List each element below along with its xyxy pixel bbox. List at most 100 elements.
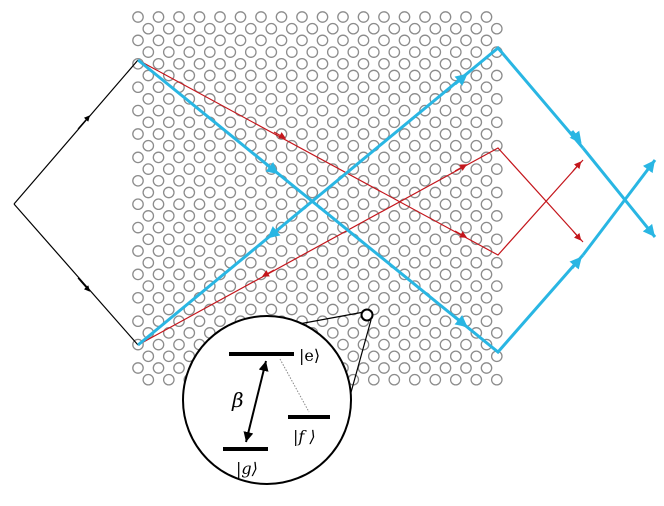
lattice-atom [275,34,288,47]
lattice-atom [398,128,411,140]
lattice-atom [193,174,206,187]
lattice-atom [388,139,401,152]
lattice-atom [296,104,308,117]
lattice-atom [480,198,493,211]
lattice-atom [224,139,237,152]
lattice-atom [234,221,247,234]
lattice-atom [337,245,349,257]
lattice-atom [234,11,247,23]
lattice-atom [193,198,206,211]
lattice-atom [234,245,247,257]
lattice-atom [265,303,278,316]
lattice-atom [347,327,360,339]
lattice-atom [367,280,380,292]
lattice-atom [173,57,185,70]
lattice-atom [203,69,216,82]
lattice-atom [419,174,431,187]
inset-circle [182,315,352,485]
lattice-atom [285,256,298,269]
lattice-atom [224,116,237,129]
lattice-atom [152,104,165,117]
lattice-atom [449,303,462,316]
lattice-atom [193,11,206,23]
lattice-atom [296,151,308,164]
lattice-atom [398,338,411,351]
lattice-atom [378,128,390,140]
lattice-atom [214,221,226,234]
lattice-atom [388,280,401,292]
lattice-atom [244,22,257,35]
lattice-atom [193,57,206,70]
lattice-atom [203,210,216,222]
red-arrow-4 [454,164,468,172]
lattice-atom [439,57,452,70]
lattice-atom [173,291,185,304]
lattice-atom [367,186,380,199]
lattice-atom [449,116,462,129]
lattice-atom [234,151,247,164]
lattice-atom [480,315,493,328]
lattice-atom [285,69,298,82]
lattice-atom [152,245,165,257]
lattice-atom [193,221,206,234]
lattice-atom [183,233,196,246]
lattice-atom [132,291,144,304]
lattice-atom [214,104,226,117]
lattice-atom [142,93,155,105]
lattice-atom [244,303,257,316]
lattice-atom [265,93,278,105]
lattice-atom [470,69,483,82]
lattice-atom [296,174,308,187]
lattice-atom [460,174,472,187]
lattice-atom [357,34,370,47]
lattice-atom [316,57,329,70]
lattice-atom [152,128,165,140]
lattice-atom [490,139,503,152]
lattice-atom [378,268,390,281]
lattice-atom [337,198,349,211]
lattice-atom [449,280,462,292]
lattice-atom [152,11,165,23]
lattice-atom [490,22,503,35]
lattice-atom [142,350,155,363]
lattice-atom [480,221,493,234]
lattice-atom [296,11,308,23]
lattice-atom [449,233,462,246]
lattice-atom [316,34,329,47]
lattice-atom [275,291,288,304]
lattice-atom [337,338,349,351]
lattice-atom [255,221,267,234]
lattice-atom [152,268,165,281]
lattice-atom [193,151,206,164]
blue-path-down [137,58,585,355]
lattice-atom [193,245,206,257]
lattice-atom [408,373,421,386]
lattice-atom [316,104,329,117]
lattice-atom [347,210,360,222]
lattice-atom [285,303,298,316]
lattice-atom [449,256,462,269]
lattice-atom [449,22,462,35]
lattice-atom [326,233,339,246]
lattice-atom [408,163,421,175]
lattice-atom [439,198,452,211]
lattice-atom [214,128,226,140]
lattice-atom [470,46,483,58]
lattice-atom [234,198,247,211]
lattice-atom [470,373,483,386]
lattice-atom [183,186,196,199]
lattice-atom [203,256,216,269]
lattice-atom [429,116,442,129]
lattice-atom [173,221,185,234]
lattice-atom [316,128,329,140]
lattice-atom [316,268,329,281]
blue-path-up [137,45,585,347]
lattice-atom [132,198,144,211]
lattice-atom [142,46,155,58]
lattice-atom [296,34,308,47]
lattice-atom [460,34,472,47]
lattice-atom [388,303,401,316]
lattice-atom [460,128,472,140]
lattice-atom [132,11,144,23]
